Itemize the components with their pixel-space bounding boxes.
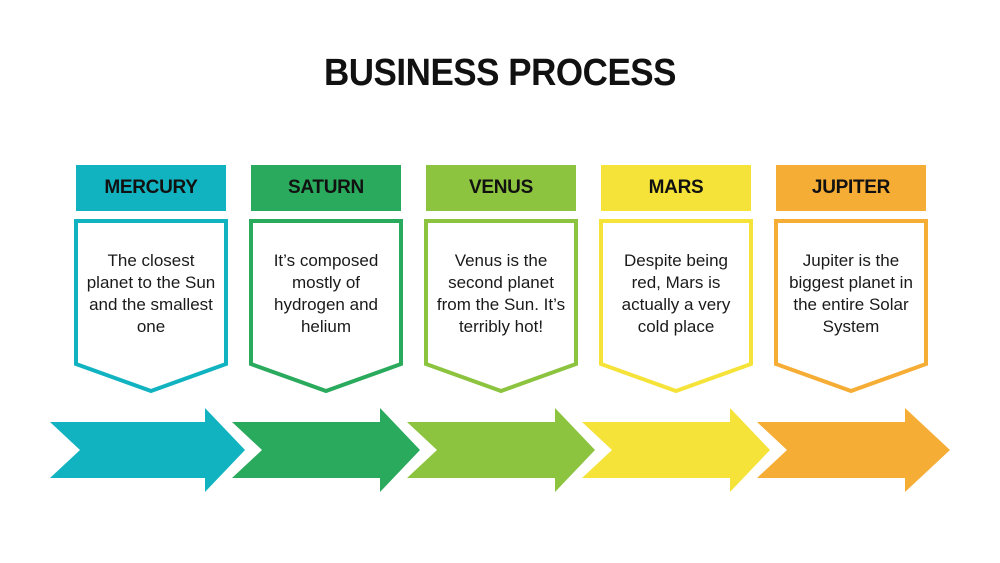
arrow-segment-saturn (232, 408, 420, 492)
step-card-saturn (249, 219, 403, 394)
process-arrow-timeline (50, 408, 950, 492)
step-card-venus (424, 219, 578, 394)
step-header-jupiter: JUPITER (776, 165, 926, 211)
arrow-segment-mercury (50, 408, 245, 492)
step-header-saturn: SATURN (251, 165, 401, 211)
step-description-venus: Venus is the second planet from the Sun.… (436, 251, 566, 336)
step-description-mars: Despite being red, Mars is actually a ve… (621, 251, 731, 336)
step-card-mars (599, 219, 753, 394)
step-header-venus: VENUS (426, 165, 576, 211)
step-header-mars: MARS (601, 165, 751, 211)
step-description-mercury: The closest planet to the Sun and the sm… (86, 251, 216, 336)
arrow-segment-jupiter (757, 408, 950, 492)
step-card-jupiter (774, 219, 928, 394)
step-card-mercury (74, 219, 228, 394)
arrow-segment-venus (407, 408, 595, 492)
arrow-segment-mars (582, 408, 770, 492)
step-header-mercury: MERCURY (76, 165, 226, 211)
step-description-saturn: It’s composed mostly of hydrogen and hel… (273, 251, 379, 336)
step-description-jupiter: Jupiter is the biggest planet in the ent… (789, 251, 913, 336)
page-title: BUSINESS PROCESS (323, 52, 677, 94)
